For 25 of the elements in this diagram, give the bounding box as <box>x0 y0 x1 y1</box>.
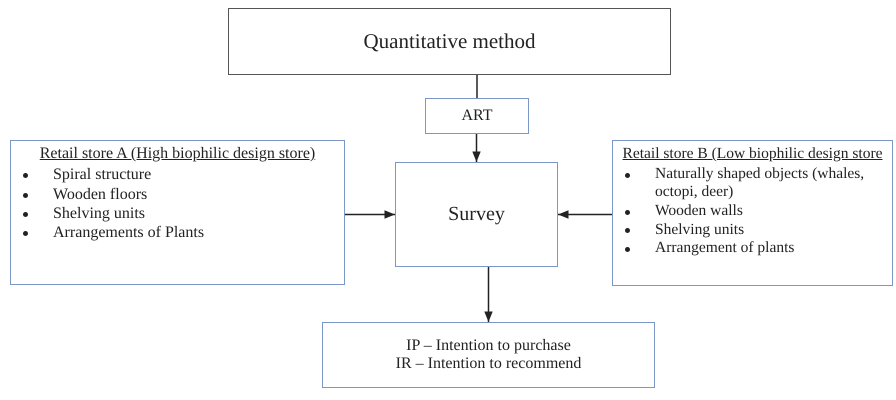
box-label: Survey <box>448 203 505 226</box>
bullet-item: Wooden floors <box>17 184 338 204</box>
arrow <box>484 267 493 322</box>
box-label: IP – Intention to purchase <box>406 336 571 355</box>
store-panel <box>612 140 893 286</box>
box-label: Quantitative method <box>363 29 536 54</box>
box-label: IR – Intention to recommend <box>396 355 582 374</box>
bullet-item: Shelving units <box>17 204 338 223</box>
arrow <box>345 210 395 219</box>
store-panel <box>10 140 345 285</box>
bullet-item: Arrangement of plants <box>619 239 886 258</box>
box-label: ART <box>461 106 493 126</box>
arrow <box>472 134 481 162</box>
arrow <box>558 210 612 219</box>
bullet-item: Shelving units <box>619 220 886 240</box>
panel-heading: Retail store A (High biophilic design store) <box>38 145 316 164</box>
bullet-item: Arrangements of Plants <box>17 222 338 242</box>
panel-heading: Retail store B (Low biophilic design store <box>621 145 884 163</box>
bullet-item: Naturally shaped objects (whales, octopi, deer) <box>619 164 886 202</box>
process-box <box>322 322 655 388</box>
bullet-item: Spiral structure <box>17 165 338 185</box>
process-box <box>395 162 558 267</box>
process-box <box>425 98 529 134</box>
process-box <box>228 8 671 75</box>
bullet-item: Wooden walls <box>619 202 886 221</box>
